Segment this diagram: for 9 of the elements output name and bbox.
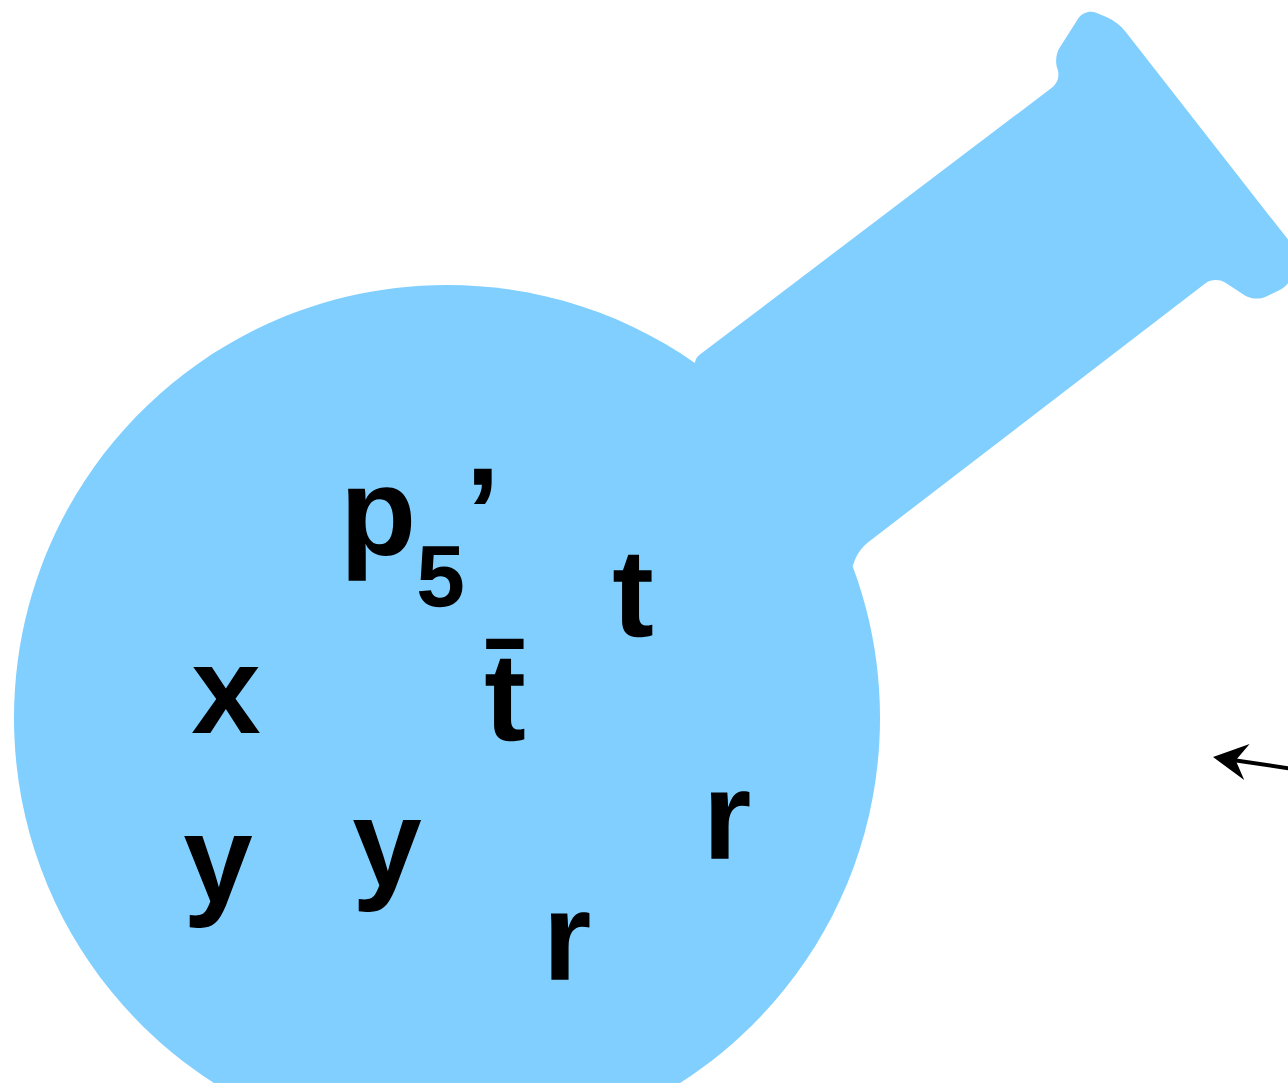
letter-label: r (710, 791, 750, 859)
flask-shape (14, 11, 1288, 1083)
letter-label: x (192, 666, 260, 733)
letter-label: t (613, 554, 653, 638)
letter-label: r (550, 912, 590, 980)
letter-label: p$_{5}$’ (348, 468, 492, 608)
letter-label: t̄ (485, 638, 525, 742)
letter-label: y (353, 820, 422, 912)
letter-label: y (184, 836, 253, 928)
